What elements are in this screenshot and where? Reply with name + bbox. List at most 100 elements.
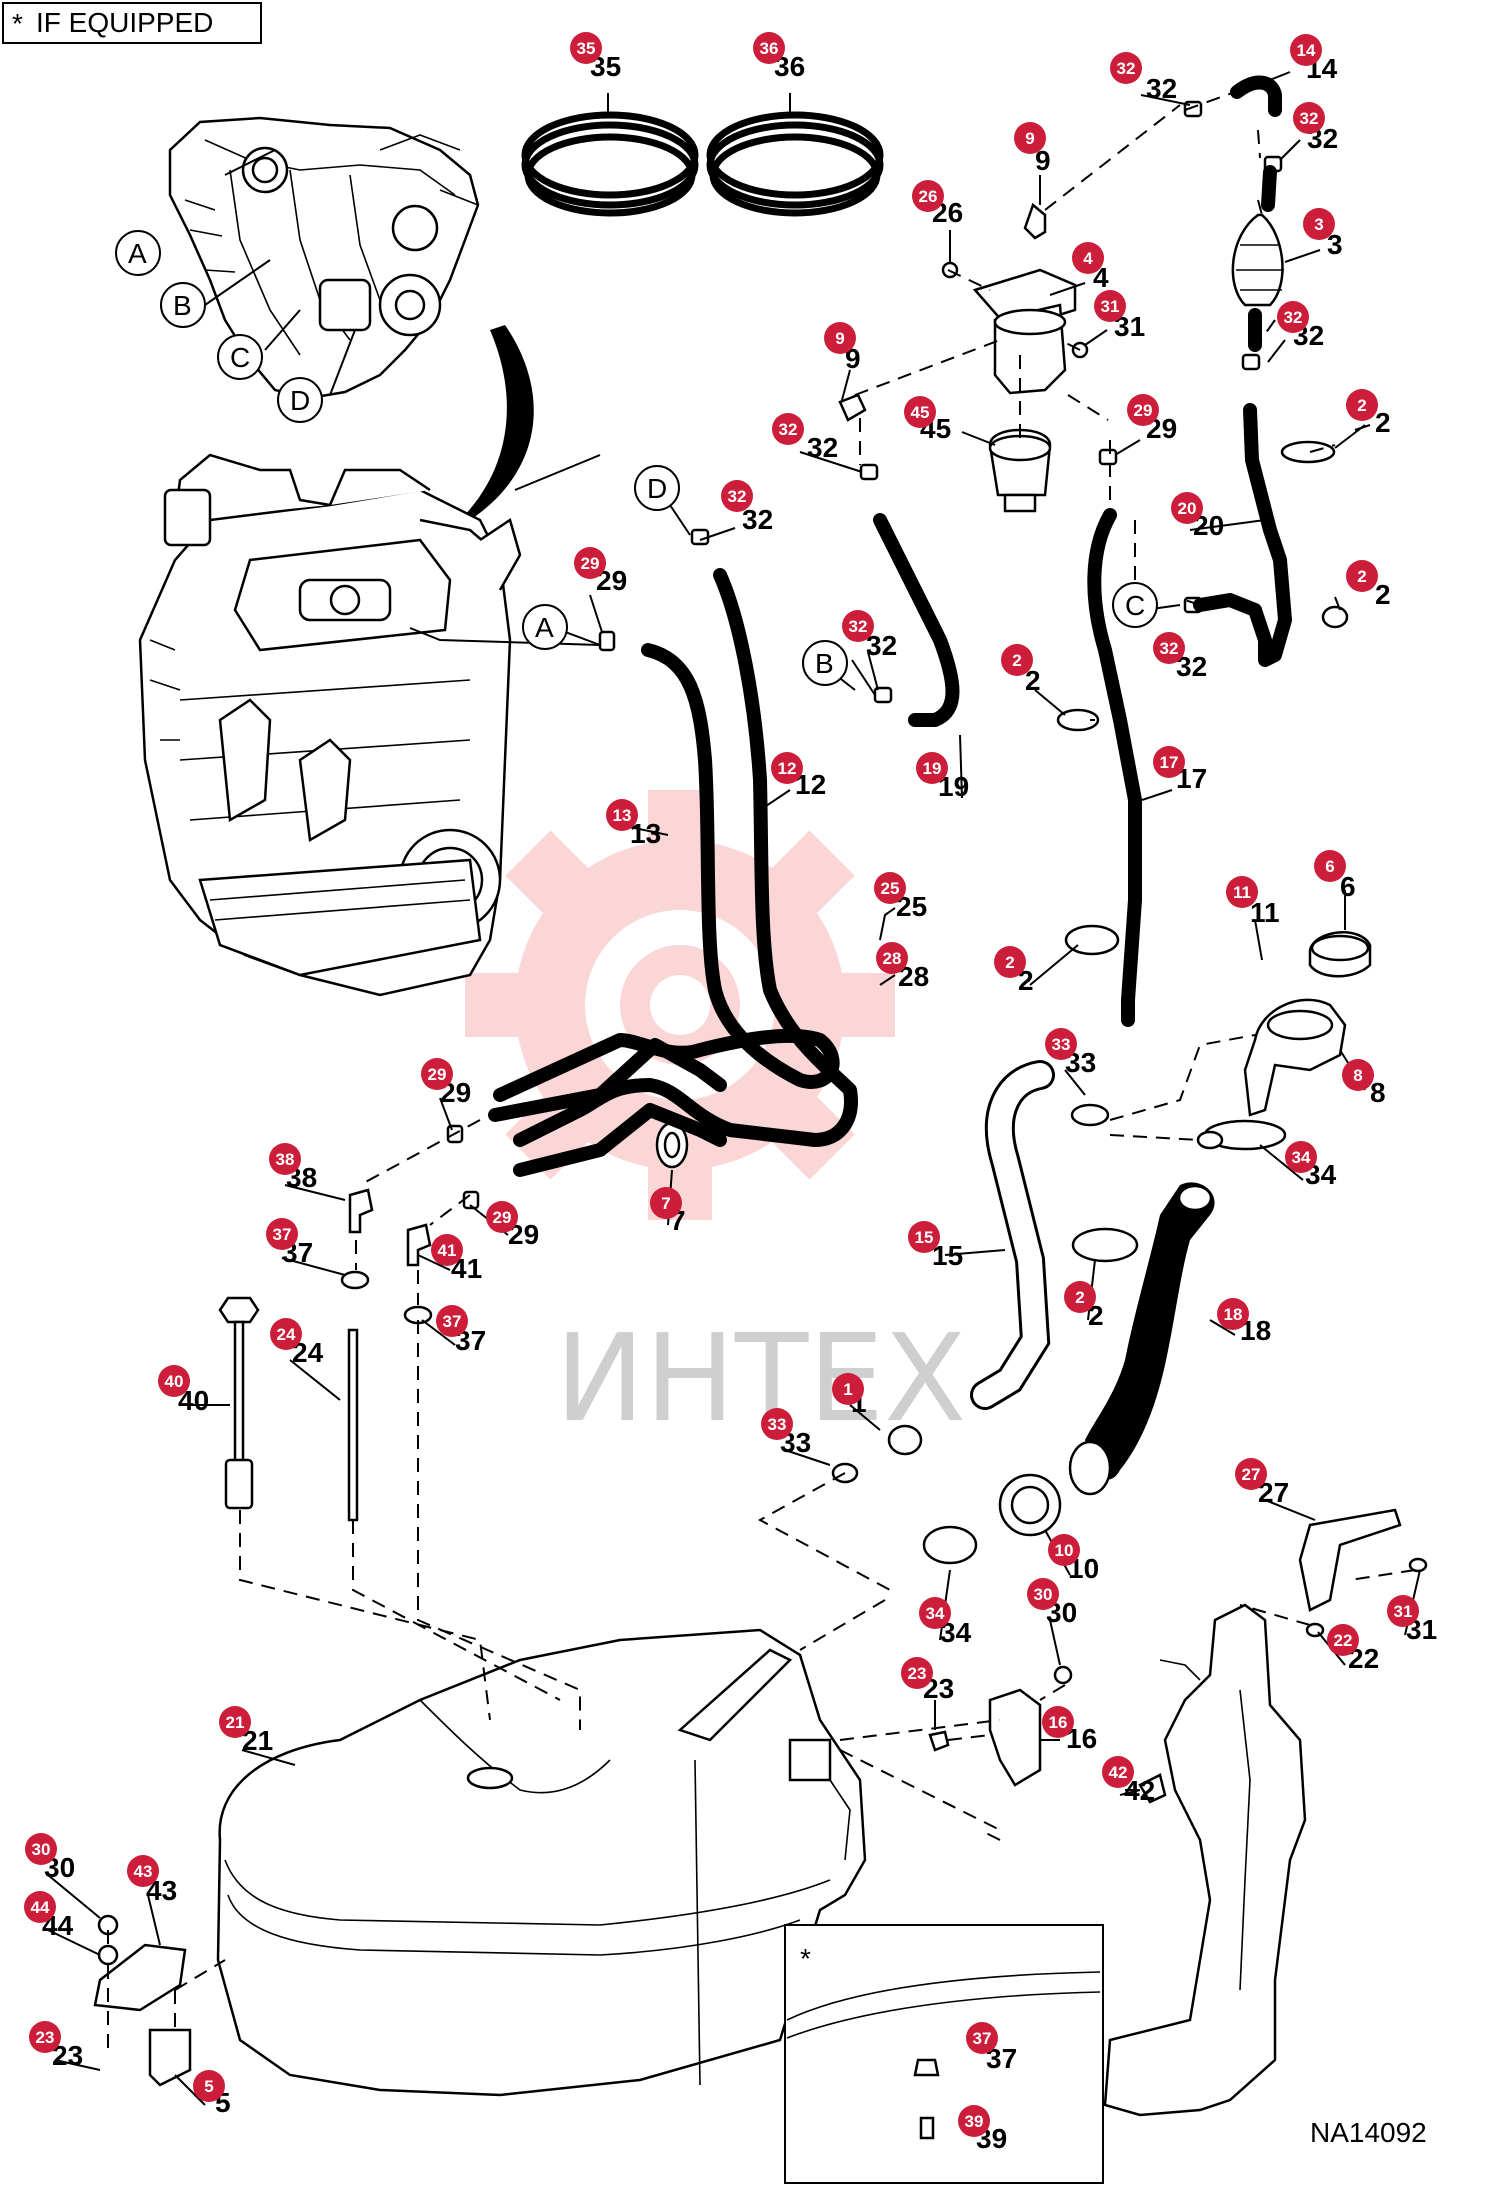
badge-c19 [916,752,948,784]
badge-number-c29a: 29 [581,554,600,573]
badge-number-c40: 40 [165,1372,184,1391]
coiled-hose-35 [521,111,699,217]
pickup-tube-24 [347,1328,359,1522]
badge-number-c23a: 23 [908,1664,927,1683]
badge-c1 [832,1373,864,1405]
part-number-c11: 11 [1250,897,1280,928]
watermark-text: ИНТЕХ [555,1310,966,1449]
badge-c33b [761,1408,793,1440]
badge-c2d [994,946,1026,978]
badge-c26 [912,180,944,212]
letter-callout-d: D [634,465,680,511]
badge-number-c32c: 32 [1284,308,1303,327]
svg-text:C: C [230,342,250,373]
part-number-c32e: 32 [742,504,773,535]
engine-top-view [168,116,480,400]
badge-number-c32d: 32 [779,420,798,439]
badge-number-c23b: 23 [36,2028,55,2047]
badge-c32c [1277,301,1309,333]
badge-number-c29b: 29 [1134,401,1153,420]
badge-number-c2e: 2 [1075,1288,1084,1307]
badge-c32d [772,413,804,445]
badge-c15 [908,1221,940,1253]
badge-number-c14: 14 [1297,41,1316,60]
badge-c32b [1293,102,1325,134]
badge-number-c26: 26 [919,187,938,206]
badge-c4 [1072,242,1104,274]
badge-number-c28: 28 [883,949,902,968]
badge-c45 [904,396,936,428]
letter-callout-c-top: C [217,334,263,380]
hose-clip-icons [446,100,1283,1210]
badge-c3 [1303,208,1335,240]
callout-c7: 77 [650,1187,686,1236]
direction-arrow-icon [460,325,534,520]
callout-c2e: 22 [1064,1281,1104,1331]
grommet-icons [340,1103,1287,1565]
hose-clamp-icons [1056,440,1349,1263]
badge-c29d [486,1201,518,1233]
badge-number-c2b: 2 [1357,567,1366,586]
badge-c2a [1346,389,1378,421]
header-text: IF EQUIPPED [36,7,213,38]
badge-c14 [1290,34,1322,66]
badge-c37a [266,1218,298,1250]
part-number-c2b: 2 [1375,579,1391,610]
badge-number-c9a: 9 [1025,129,1034,148]
svg-text:A: A [535,612,554,643]
callout-c6: 66 [1314,850,1356,902]
callout-c2b: 22 [1346,560,1391,610]
badge-c38 [269,1143,301,1175]
badge-c25 [874,872,906,904]
filler-hose-18 [1068,1182,1215,1496]
fill-hose-15 [970,1060,1055,1410]
badge-number-c33b: 33 [768,1415,787,1434]
badge-c27 [1235,1458,1267,1490]
svg-text:B: B [815,648,834,679]
coiled-hose-36 [706,111,884,217]
badge-number-c36: 36 [760,39,779,58]
badge-c43 [127,1855,159,1887]
badge-number-c13: 13 [613,806,632,825]
badge-number-c32g: 32 [1160,639,1179,658]
tank-bracket-43 [93,1914,192,2087]
badge-c42 [1102,1756,1134,1788]
badge-c29a [574,547,606,579]
badge-number-c10: 10 [1055,1541,1074,1560]
svg-text:C: C [1125,590,1145,621]
badge-c32e [721,480,753,512]
svg-text:B: B [173,290,192,321]
badge-number-c32b: 32 [1300,109,1319,128]
badge-c5 [193,2070,225,2102]
callout-c4: 44 [1072,242,1109,293]
badge-c23a [901,1657,933,1689]
badge-c32f [842,610,874,642]
part-number-c2a: 2 [1375,407,1391,438]
badge-c9a [1014,122,1046,154]
letter-callout-a-top: A [115,230,161,276]
badge-c34b [919,1597,951,1629]
badge-number-c31b: 31 [1394,1602,1413,1621]
badge-number-c37b: 37 [443,1312,462,1331]
badge-number-c29d: 29 [493,1208,512,1227]
callout-c2a: 22 [1346,389,1391,438]
badge-c30b [25,1833,57,1865]
